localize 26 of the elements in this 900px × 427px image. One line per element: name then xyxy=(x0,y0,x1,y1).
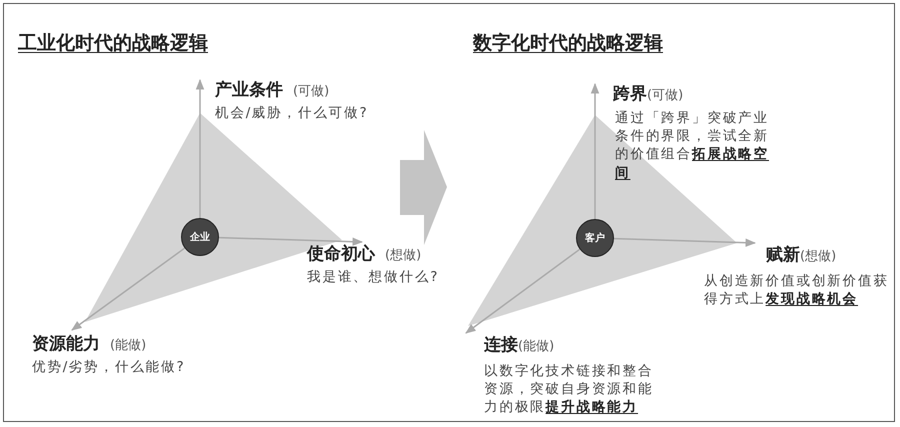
axis-description: 通过「跨界」突破产业条件的界限，尝试全新的价值组合拓展战略空间 xyxy=(615,109,770,182)
section-title: 数字化时代的战略逻辑 xyxy=(473,31,663,56)
axis-heading: 资源能力 xyxy=(32,333,100,355)
axis-arrow xyxy=(196,78,204,218)
axis-arrow xyxy=(590,82,600,219)
axis-heading: 跨界 xyxy=(613,83,647,105)
axis-note: (想做) xyxy=(385,247,422,264)
axis-arrow xyxy=(71,248,186,331)
axis-note: (能做) xyxy=(518,338,554,355)
axis-note: (能做) xyxy=(110,337,146,354)
axis-heading: 产业条件 xyxy=(215,79,283,101)
axis-note: (可做) xyxy=(647,87,684,104)
axis-arrow xyxy=(465,248,580,334)
axis-heading: 连接 xyxy=(484,334,518,356)
axis-note: (想做) xyxy=(800,248,836,265)
axis-heading: 赋新 xyxy=(766,244,800,266)
axis-arrow xyxy=(218,236,364,246)
section-title: 工业化时代的战略逻辑 xyxy=(18,31,208,56)
axis-note: (可做) xyxy=(293,83,330,100)
axis-heading: 使命初心 xyxy=(307,243,375,265)
axis-arrow xyxy=(614,238,756,247)
axis-description: 优势/劣势，什么能做? xyxy=(32,358,186,376)
axis-description: 从创造新价值或创新价值获得方式上发现战略机会 xyxy=(704,272,890,308)
axis-description: 机会/威胁，什么可做? xyxy=(215,104,370,122)
axis-description: 以数字化技术链接和整合资源，突破自身资源和能力的极限提升战略能力 xyxy=(484,362,654,417)
axis-description: 我是谁、想做什么? xyxy=(307,268,440,286)
